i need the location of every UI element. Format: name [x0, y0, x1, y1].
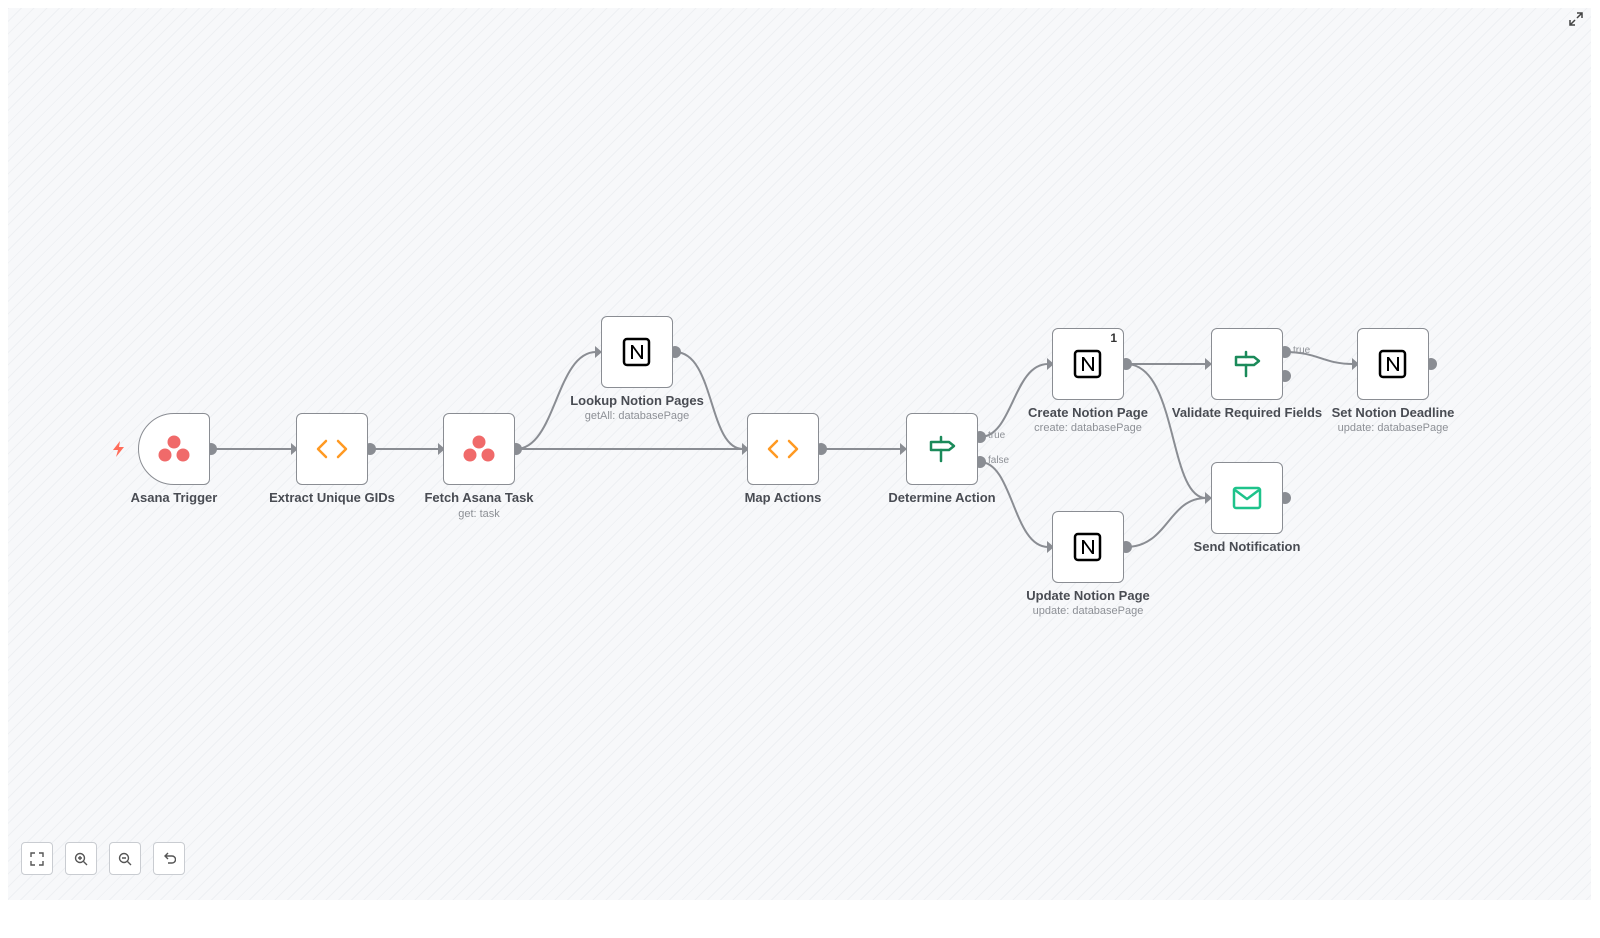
- node-label: Validate Required Fields: [1171, 405, 1323, 420]
- node-send-notification[interactable]: [1211, 462, 1283, 534]
- trigger-bolt-icon: [113, 441, 124, 457]
- asana-icon: [158, 435, 190, 462]
- zoom-to-fit-button[interactable]: [21, 842, 53, 875]
- node-sublabel: get: task: [458, 508, 500, 520]
- edge-create-notify: [1125, 363, 1207, 499]
- expand-icon[interactable]: [1569, 12, 1583, 26]
- node-label: Fetch Asana Task: [424, 490, 534, 505]
- node-label: Asana Trigger: [130, 490, 218, 505]
- edge-determine-create: [979, 363, 1049, 438]
- node-label: Update Notion Page: [1026, 588, 1150, 603]
- node-create-notion-page[interactable]: 1: [1052, 328, 1124, 400]
- node-label: Extract Unique GIDs: [269, 490, 395, 505]
- edge-update-notify: [1125, 497, 1207, 548]
- asana-icon: [463, 435, 495, 462]
- reset-zoom-button[interactable]: [153, 842, 185, 875]
- email-icon: [1232, 486, 1262, 510]
- output-label-false: false: [988, 455, 1010, 466]
- edge-determine-update: [979, 461, 1049, 548]
- zoom-in-button[interactable]: [65, 842, 97, 875]
- node-validate-required-fields[interactable]: [1211, 328, 1283, 400]
- node-determine-action[interactable]: [906, 413, 978, 485]
- node-label: Set Notion Deadline: [1331, 405, 1455, 420]
- node-sublabel: create: databasePage: [1034, 422, 1142, 434]
- edge-validate-deadline: [1284, 351, 1354, 365]
- notion-icon: [1378, 349, 1407, 379]
- node-label: Send Notification: [1193, 539, 1301, 554]
- code-icon: [767, 439, 799, 459]
- notion-icon: [1073, 532, 1102, 562]
- node-fetch-asana-task[interactable]: [443, 413, 515, 485]
- notion-icon: [1073, 349, 1102, 379]
- node-map-actions[interactable]: [747, 413, 819, 485]
- zoom-in-icon: [74, 852, 88, 865]
- signpost-icon: [1234, 350, 1261, 378]
- node-label: Map Actions: [744, 490, 822, 505]
- node-sublabel: update: databasePage: [1032, 605, 1144, 617]
- output-label-true: true: [1293, 345, 1311, 356]
- zoom-out-icon: [118, 852, 132, 865]
- zoom-out-button[interactable]: [109, 842, 141, 875]
- node-sublabel: getAll: databasePage: [584, 410, 690, 422]
- edge-lookup-map: [674, 351, 744, 450]
- node-label: Lookup Notion Pages: [570, 393, 704, 408]
- node-update-notion-page[interactable]: [1052, 511, 1124, 583]
- output-label-true: true: [988, 430, 1006, 441]
- node-lookup-notion-pages[interactable]: [601, 316, 673, 388]
- node-sublabel: update: databasePage: [1337, 422, 1449, 434]
- workflow-canvas[interactable]: Asana Trigger Extract Unique GIDs Fetch …: [8, 8, 1591, 900]
- node-extract-unique-gids[interactable]: [296, 413, 368, 485]
- edge-fetch-lookup: [515, 351, 597, 450]
- node-label: Create Notion Page: [1028, 405, 1148, 420]
- node-label: Determine Action: [888, 490, 996, 505]
- notion-icon: [622, 337, 651, 367]
- code-icon: [316, 439, 348, 459]
- node-set-notion-deadline[interactable]: [1357, 328, 1429, 400]
- node-asana-trigger[interactable]: [138, 413, 210, 485]
- zoom-to-fit-icon: [30, 851, 44, 866]
- undo-icon: [164, 852, 176, 864]
- run-count-badge: 1: [1110, 331, 1117, 345]
- signpost-icon: [929, 435, 956, 463]
